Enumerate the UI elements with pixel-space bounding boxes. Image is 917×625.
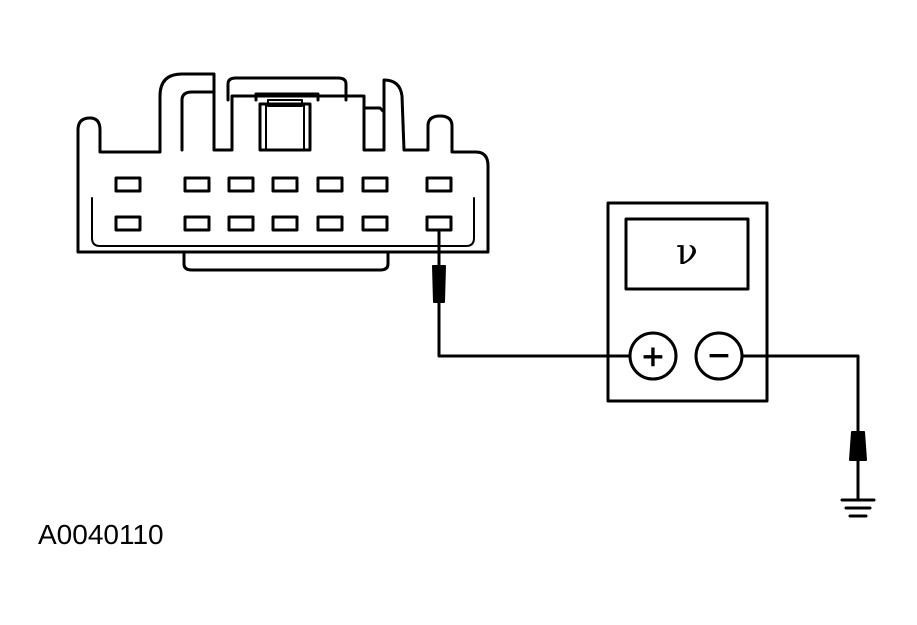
pin-cavity	[425, 176, 453, 193]
negative-lead-wire	[740, 354, 860, 434]
positive-lead-wire	[437, 310, 632, 358]
figure-id-label: A0040110	[38, 519, 164, 550]
pin-cavity	[227, 215, 255, 232]
meter-display-symbol: ν	[676, 232, 698, 273]
pin-cavity	[183, 215, 211, 232]
pin-cavity	[316, 215, 344, 232]
ground-symbol-icon	[840, 498, 876, 518]
pin-cavity	[361, 215, 389, 232]
connector-icon	[76, 72, 490, 272]
pin-cavity	[316, 176, 344, 193]
ground-probe-icon	[849, 431, 867, 502]
pin-cavity	[425, 215, 453, 232]
pin-cavity	[114, 215, 142, 232]
pin-cavity	[271, 215, 299, 232]
pin-cavity	[114, 176, 142, 193]
voltmeter-icon: ν + −	[606, 201, 769, 403]
pin-cavity	[361, 176, 389, 193]
pin-cavity	[271, 176, 299, 193]
positive-terminal	[628, 331, 678, 381]
test-probe-icon	[432, 228, 446, 314]
negative-terminal-symbol: −	[706, 338, 731, 373]
pin-cavity	[183, 176, 211, 193]
pin-cavity	[227, 176, 255, 193]
positive-terminal-symbol: +	[640, 339, 665, 374]
